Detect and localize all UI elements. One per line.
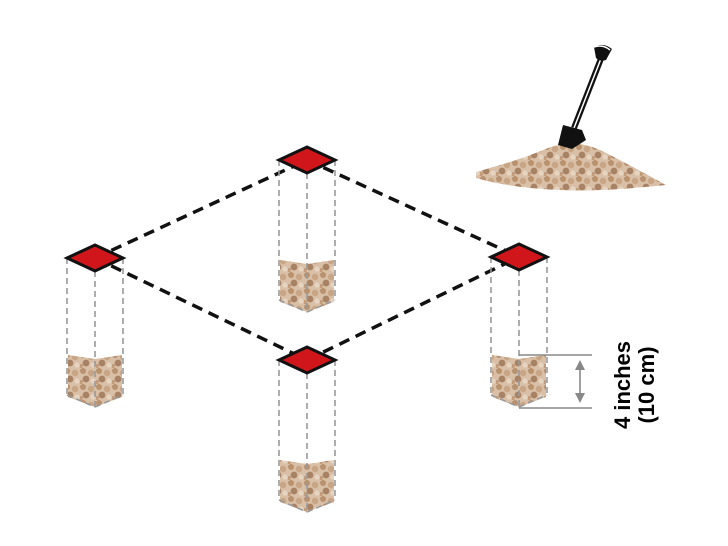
corner-marker (275, 145, 339, 175)
depth-dimension (519, 354, 592, 409)
depth-label-cm: (10 cm) (634, 346, 659, 423)
post-back (275, 145, 339, 313)
post-front (275, 345, 339, 513)
post-guide-line (306, 499, 336, 513)
post-right (487, 242, 551, 408)
string-lines (94, 158, 520, 362)
gravel-pile-icon (476, 143, 666, 191)
post-guide-line (278, 299, 308, 313)
corner-marker (487, 242, 551, 272)
post-guide-line (66, 394, 96, 408)
post-left (63, 243, 127, 408)
post-guide-line (278, 499, 308, 513)
post-guide-line (306, 299, 336, 313)
shovel-icon (558, 44, 612, 149)
post-guide-line (94, 394, 124, 408)
post-guide-line (490, 394, 520, 408)
depth-label-inches: 4 inches (610, 341, 635, 429)
corner-marker (63, 243, 127, 273)
corner-marker (275, 345, 339, 375)
post-guide-line (518, 394, 548, 408)
